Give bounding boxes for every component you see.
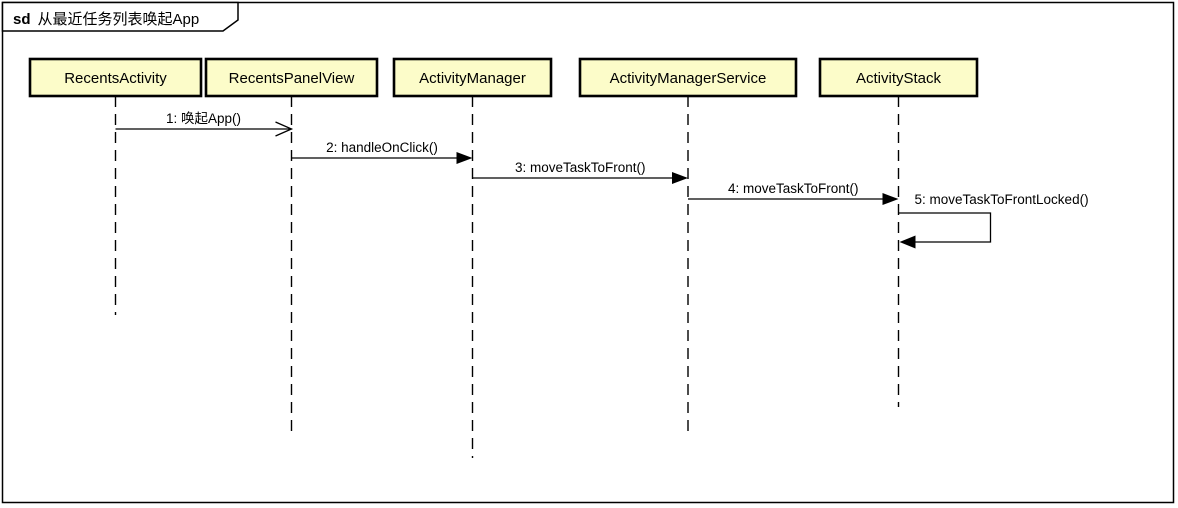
frame-keyword: sd	[13, 11, 31, 28]
message-arrowhead	[899, 235, 916, 249]
message-label: 2: handleOnClick()	[326, 140, 438, 155]
participant-label: RecentsPanelView	[229, 70, 355, 87]
frame-title-tab	[1, 1, 239, 32]
frame-title: sd 从最近任务列表唤起App	[13, 11, 199, 28]
participant-box	[204, 57, 379, 98]
message-label: 4: moveTaskToFront()	[728, 181, 859, 196]
participant-label: ActivityManager	[419, 70, 526, 87]
frame-title-label: 从最近任务列表唤起App	[38, 11, 200, 28]
message-label: 3: moveTaskToFront()	[515, 160, 646, 175]
message-arrowhead	[882, 193, 899, 205]
open-arrowhead-icon	[275, 121, 294, 137]
message-label: 5: moveTaskToFrontLocked()	[915, 192, 1089, 207]
participant-box	[28, 57, 203, 98]
participant-box	[578, 57, 798, 98]
participant-label: ActivityStack	[856, 70, 942, 87]
message-label: 1: 唤起App()	[166, 111, 241, 126]
message-arrowhead	[672, 172, 688, 184]
participant-box	[392, 57, 553, 98]
message-arrowhead	[456, 152, 473, 164]
participant-box	[818, 57, 979, 98]
participant-label: ActivityManagerService	[610, 70, 767, 87]
self-message-line	[898, 212, 992, 243]
participant-label: RecentsActivity	[64, 70, 167, 87]
